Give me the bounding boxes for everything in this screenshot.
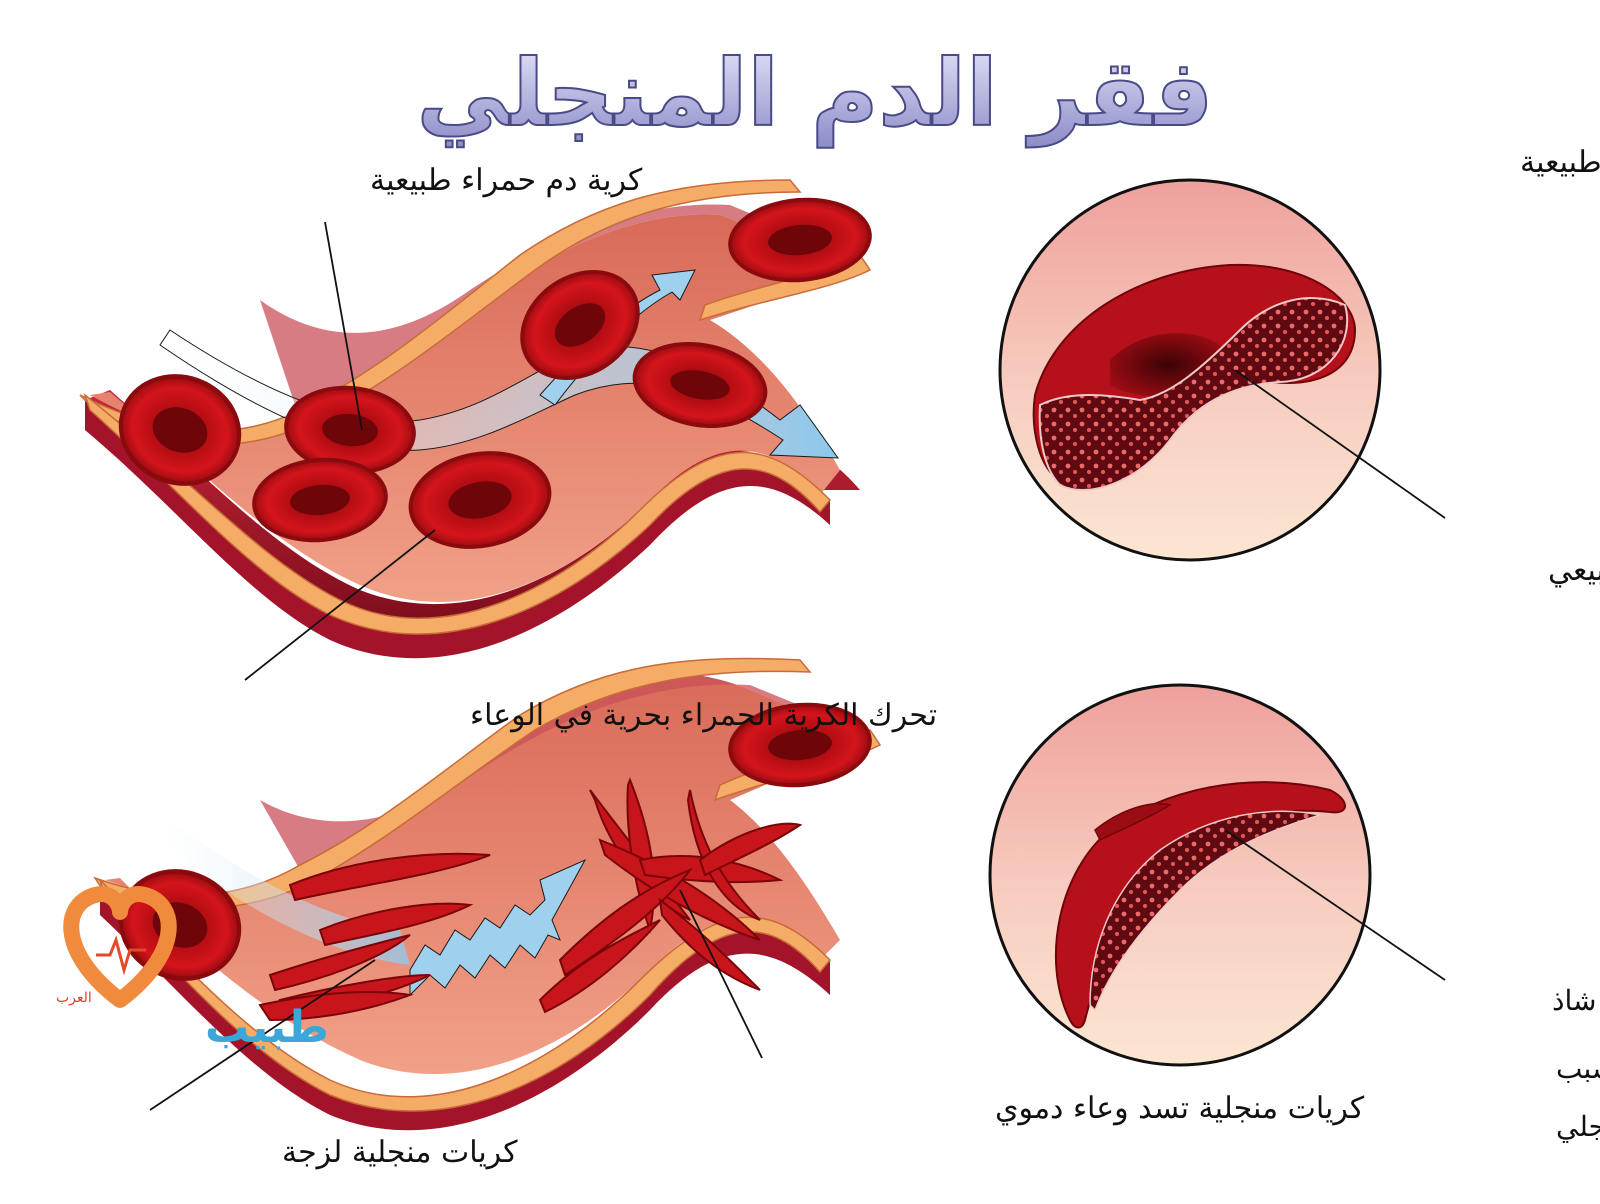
rbc bbox=[728, 197, 872, 283]
label-free-flow: تحرك الكرية الحمراء بحرية في الوعاء bbox=[470, 698, 937, 733]
rbc bbox=[728, 702, 872, 788]
rbc bbox=[284, 385, 416, 475]
rbc bbox=[520, 269, 640, 381]
logo-small-text: العرب bbox=[56, 990, 92, 1006]
sickle-vessel bbox=[93, 657, 882, 1131]
sickle-cell bbox=[698, 822, 803, 877]
rbc bbox=[252, 457, 388, 543]
sickle-cell bbox=[658, 897, 761, 991]
sickle-cell-cross-section bbox=[988, 683, 1372, 1067]
vessel-rim-lower bbox=[99, 879, 832, 1112]
sickle-cell bbox=[558, 867, 693, 977]
label-abnormal-hemoglobin-line2: من سلالات تسبب bbox=[1556, 1052, 1600, 1085]
leader-line bbox=[1234, 369, 1446, 519]
label-blocked-vessel: كريات منجلية تسد وعاء دموي bbox=[995, 1091, 1365, 1126]
normal-rbc-cells bbox=[118, 197, 872, 549]
logo-word: طبيب bbox=[205, 1002, 329, 1053]
sickle-cell bbox=[318, 902, 474, 947]
label-normal-rbc: كرية دم حمراء طبيعية bbox=[370, 163, 643, 198]
rbc bbox=[632, 341, 768, 429]
label-normal-hemoglobin: هيموغلوبين طبيعي bbox=[1548, 553, 1600, 588]
normal-vessel bbox=[79, 179, 872, 659]
label-abnormal-hemoglobin-line1: هيموغلوبين شاذ bbox=[1552, 984, 1600, 1017]
heart-pulse-icon bbox=[63, 886, 177, 1008]
vessel-bottom-body bbox=[100, 880, 830, 1131]
brand-logo: العرب طبيب bbox=[56, 886, 329, 1053]
sickle-cell-fold bbox=[1094, 803, 1172, 842]
sickle-cell bbox=[686, 789, 761, 921]
leader-line bbox=[1224, 829, 1446, 981]
sickle-cell-cut-face bbox=[1089, 810, 1321, 1012]
normal-cell-cut-face bbox=[1038, 297, 1349, 491]
leader-line bbox=[149, 959, 376, 1111]
normal-cell-cross-section bbox=[998, 178, 1382, 562]
page-title: فقر الدم المنجلي bbox=[417, 40, 1214, 148]
leader-lines bbox=[149, 221, 1446, 1111]
sickle-cell bbox=[268, 934, 411, 992]
sickle-cell bbox=[288, 852, 491, 902]
leader-line bbox=[679, 889, 763, 1059]
vessel-bottom-body bbox=[85, 395, 830, 659]
rbc bbox=[118, 374, 242, 486]
leader-line bbox=[244, 529, 436, 681]
label-normal-cross-section: مقطع في كرية دم طبيعية bbox=[1520, 145, 1600, 180]
sickle-cell bbox=[538, 919, 661, 1014]
leader-line bbox=[324, 221, 363, 431]
vessel-rim-lower bbox=[83, 392, 832, 635]
pulse-line bbox=[96, 935, 146, 976]
label-abnormal-hemoglobin-line3: فقر الدم المنجلي bbox=[1556, 1110, 1600, 1143]
blocked-flow-arrow bbox=[409, 858, 587, 997]
sickle-cell bbox=[258, 991, 414, 1022]
label-sticky-sickle-cells: كريات منجلية لزجة bbox=[282, 1135, 518, 1170]
rbc bbox=[408, 451, 552, 549]
